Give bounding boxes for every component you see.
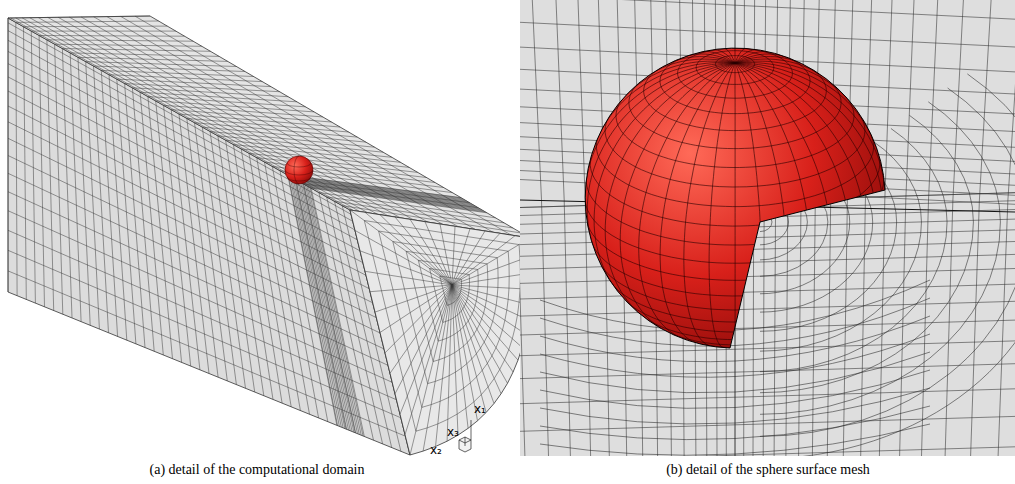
- subfigure-caption: (b) detail of the sphere surface mesh: [666, 462, 870, 478]
- axis-label: x₂: [430, 443, 442, 457]
- axis-triad: [459, 420, 471, 452]
- sphere: [585, 48, 885, 348]
- front-mesh: [350, 210, 532, 455]
- axis-label: x₃: [447, 425, 459, 439]
- subfigure-caption: (a) detail of the computational domain: [150, 462, 365, 478]
- axis-label: x₁: [474, 402, 486, 416]
- zoom-mesh: [520, 0, 1015, 456]
- sphere-mesh: [585, 48, 885, 348]
- sphere-mesh: [285, 156, 313, 184]
- sphere: [285, 156, 313, 184]
- axis-lines: [459, 420, 471, 446]
- top-mesh: [8, 16, 530, 238]
- top-face: [8, 16, 530, 238]
- front-face: [350, 210, 532, 455]
- zoom-panel: [520, 0, 1015, 456]
